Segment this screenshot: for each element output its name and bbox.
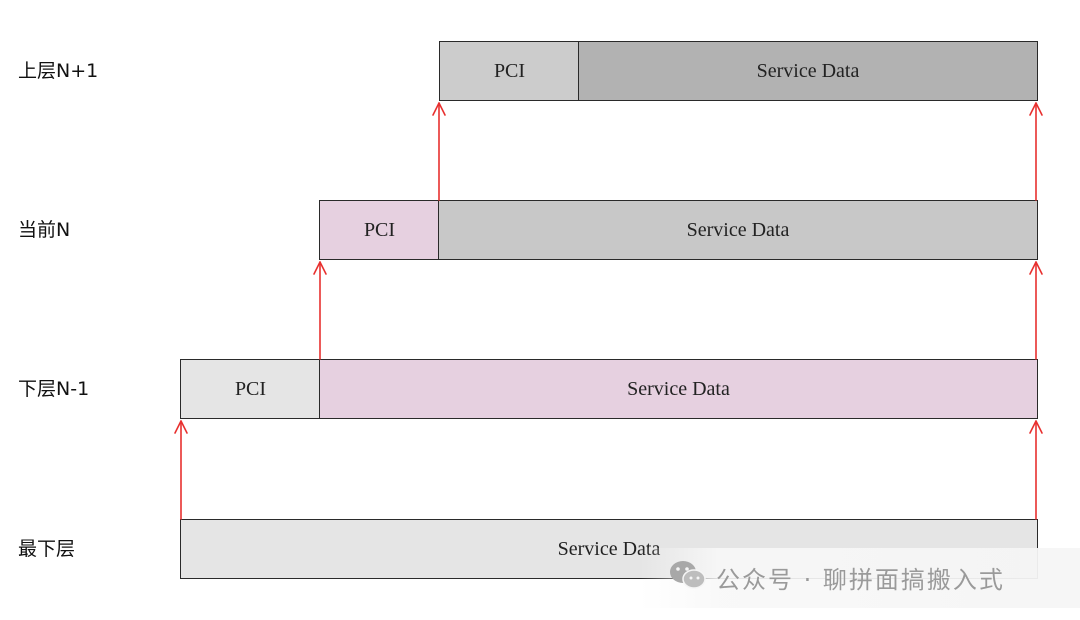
layer-label-n-plus-1: 上层N+1 bbox=[18, 60, 99, 82]
service-data-box-n: Service Data bbox=[438, 200, 1038, 260]
arrowhead-top-left bbox=[432, 102, 446, 116]
wechat-icon bbox=[670, 561, 706, 589]
arrowhead-mid-left bbox=[313, 261, 327, 275]
watermark-background bbox=[640, 548, 1080, 608]
service-data-box-n-plus-1: Service Data bbox=[578, 41, 1038, 101]
layer-label-n-minus-1: 下层N-1 bbox=[18, 378, 90, 400]
layer-label-bottom: 最下层 bbox=[18, 538, 76, 560]
arrowhead-bottom-left bbox=[174, 420, 188, 434]
arrowhead-top-right bbox=[1029, 102, 1043, 116]
arrowhead-mid-right bbox=[1029, 261, 1043, 275]
service-data-box-n-minus-1: Service Data bbox=[319, 359, 1038, 419]
arrowhead-bottom-right bbox=[1029, 420, 1043, 434]
pci-box-n-minus-1: PCI bbox=[180, 359, 321, 419]
pci-box-n: PCI bbox=[319, 200, 440, 260]
layer-label-n: 当前N bbox=[18, 219, 71, 241]
watermark-text: 公众号 · 聊拼面搞搬入式 bbox=[716, 566, 1005, 594]
